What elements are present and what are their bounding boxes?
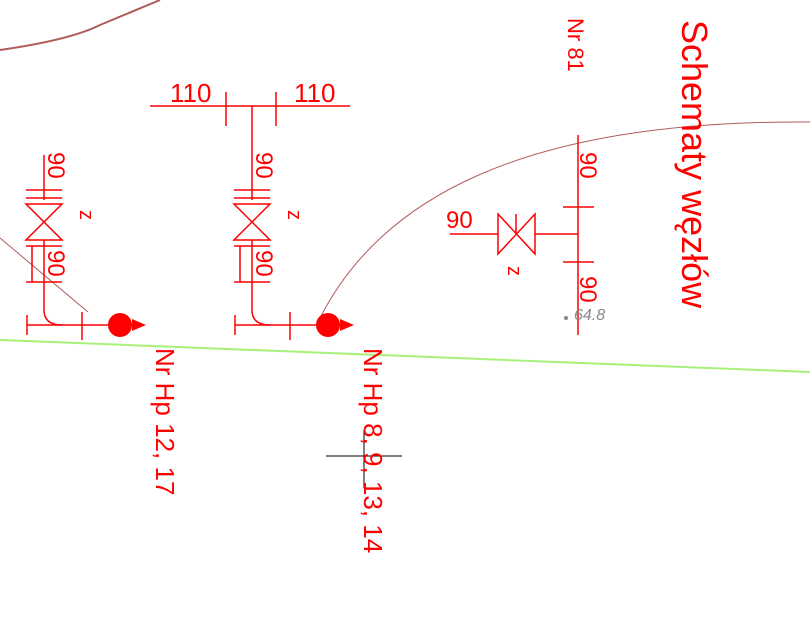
pipeline-curve-top (0, 0, 161, 51)
node-nr81-branch-label: 90 (446, 207, 473, 234)
node-nr81-pipe-bottom: 90 (574, 276, 601, 303)
node-hp12-pipe-upper: 90 (42, 152, 69, 179)
node-hp-pipe-upper: 90 (250, 152, 277, 179)
node-nr81-valve-mark: z (503, 266, 525, 276)
node-hp-pipe-left: 110 (170, 78, 211, 108)
node-nr81-pipe-top: 90 (574, 152, 601, 179)
green-road-line (0, 339, 810, 373)
node-hp-valve-mark: z (283, 210, 305, 220)
node-hp-12-17 (24, 155, 112, 340)
node-hp-pipe-right: 110 (294, 78, 335, 108)
node-nr81-label: Nr 81 (563, 18, 588, 72)
node-hp-8-9-13-14-label: Nr Hp 8, 9, 13, 14 (358, 348, 388, 553)
node-hp-8-9-13-14 (150, 92, 350, 340)
hydrant-marker-icon (316, 313, 340, 337)
survey-cross (326, 430, 402, 488)
node-hp-12-17-label: Nr Hp 12, 17 (150, 348, 180, 495)
node-hp12-pipe-lower: 90 (42, 250, 69, 277)
node-hp-pipe-lower: 90 (250, 250, 277, 277)
hydrant-arrow-icon (132, 319, 146, 331)
hydrant-marker-icon (108, 313, 132, 337)
valve-icon (497, 212, 536, 256)
node-nr81 (450, 135, 594, 335)
survey-point-icon (564, 316, 568, 320)
valve-icon (24, 203, 64, 241)
valve-icon (232, 203, 272, 241)
hydrant-arrow-icon (340, 319, 354, 331)
diagram-title: Schematy węzłów (674, 20, 715, 309)
node-hp12-valve-mark: z (75, 210, 97, 220)
node-nr81-point-value: 64.8 (574, 307, 605, 324)
pipeline-curve-right (319, 121, 810, 319)
